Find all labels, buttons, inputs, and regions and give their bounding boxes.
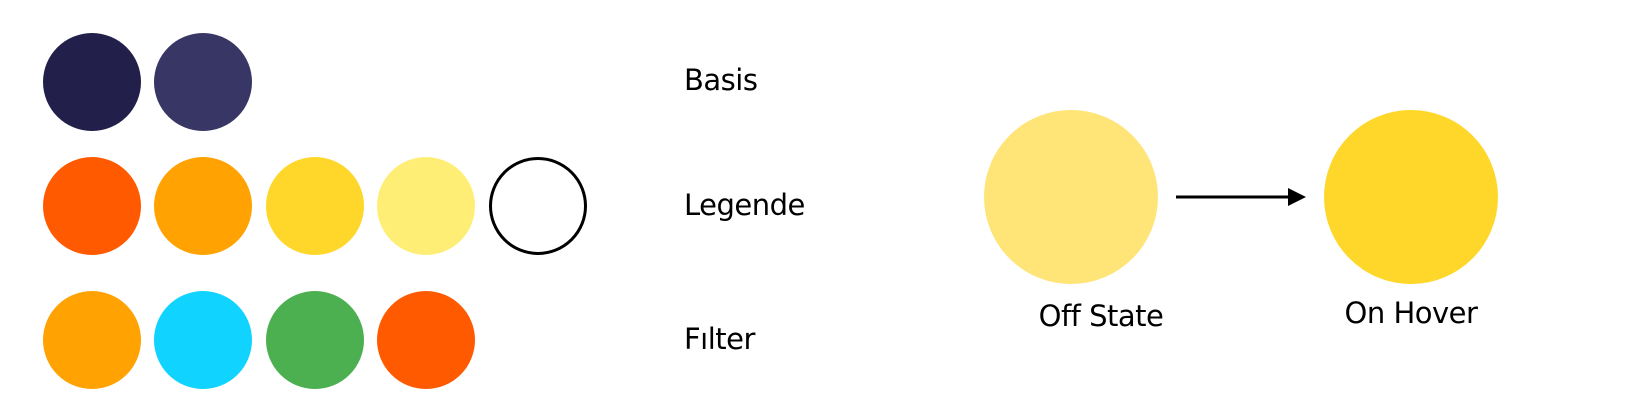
color-swatch-legende-3 xyxy=(266,157,364,255)
row-label-basis: Basis xyxy=(684,63,758,97)
color-swatch-basis-1 xyxy=(43,33,141,131)
color-swatch-fılter-4 xyxy=(377,291,475,389)
color-swatch-fılter-3 xyxy=(266,291,364,389)
arrow-icon xyxy=(1176,188,1306,206)
on-hover-label: On Hover xyxy=(1344,296,1478,330)
color-swatch-fılter-1 xyxy=(43,291,141,389)
color-swatch-legende-1 xyxy=(43,157,141,255)
color-swatch-legende-4 xyxy=(377,157,475,255)
off-state-circle xyxy=(984,110,1158,284)
color-swatch-legende-5 xyxy=(489,157,587,255)
color-swatch-basis-2 xyxy=(154,33,252,131)
on-hover-circle xyxy=(1324,110,1498,284)
off-state-label: Off State xyxy=(1038,299,1164,333)
color-swatch-fılter-2 xyxy=(154,291,252,389)
color-swatch-legende-2 xyxy=(154,157,252,255)
row-label-filter: Fılter xyxy=(684,322,755,356)
row-label-legende: Legende xyxy=(684,188,805,222)
